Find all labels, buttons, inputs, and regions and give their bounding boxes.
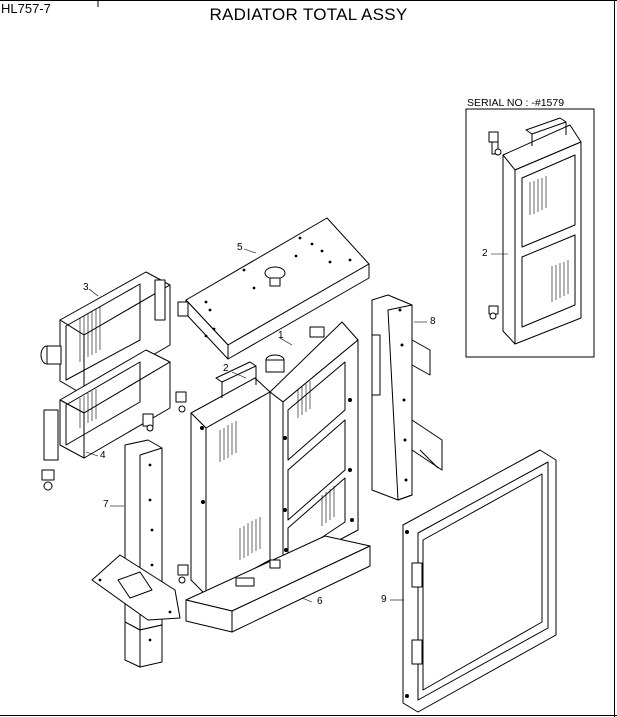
serial-label: SERIAL NO : -#1579 [467,97,565,109]
part-3-oil-cooler [40,271,189,396]
callout-2: 2 [223,363,229,374]
callout-5: 5 [237,242,243,253]
callout-1: 1 [278,330,284,341]
part-1-radiator-frame [265,321,359,571]
inset-callout-2: 2 [482,248,488,259]
callout-3: 3 [83,282,89,293]
part-8-right-bracket [371,294,443,501]
part-5-top-cover [185,217,370,360]
callout-4: 4 [100,450,106,461]
callout-9: 9 [381,594,387,605]
callout-8: 8 [430,316,436,327]
callout-7: 7 [103,499,109,510]
part-7-left-bracket [91,439,181,668]
model-number: HL757-7 [1,1,51,16]
page-title: RADIATOR TOTAL ASSY [209,5,408,24]
part-9-door-frame [402,449,557,713]
callout-6: 6 [317,596,323,607]
part-2-radiator-core [175,361,271,596]
inset-radiator-part [488,117,582,345]
part-4-oil-cooler [41,349,171,491]
serial-inset-box [465,108,595,358]
part-6-bottom-tray [185,535,371,633]
